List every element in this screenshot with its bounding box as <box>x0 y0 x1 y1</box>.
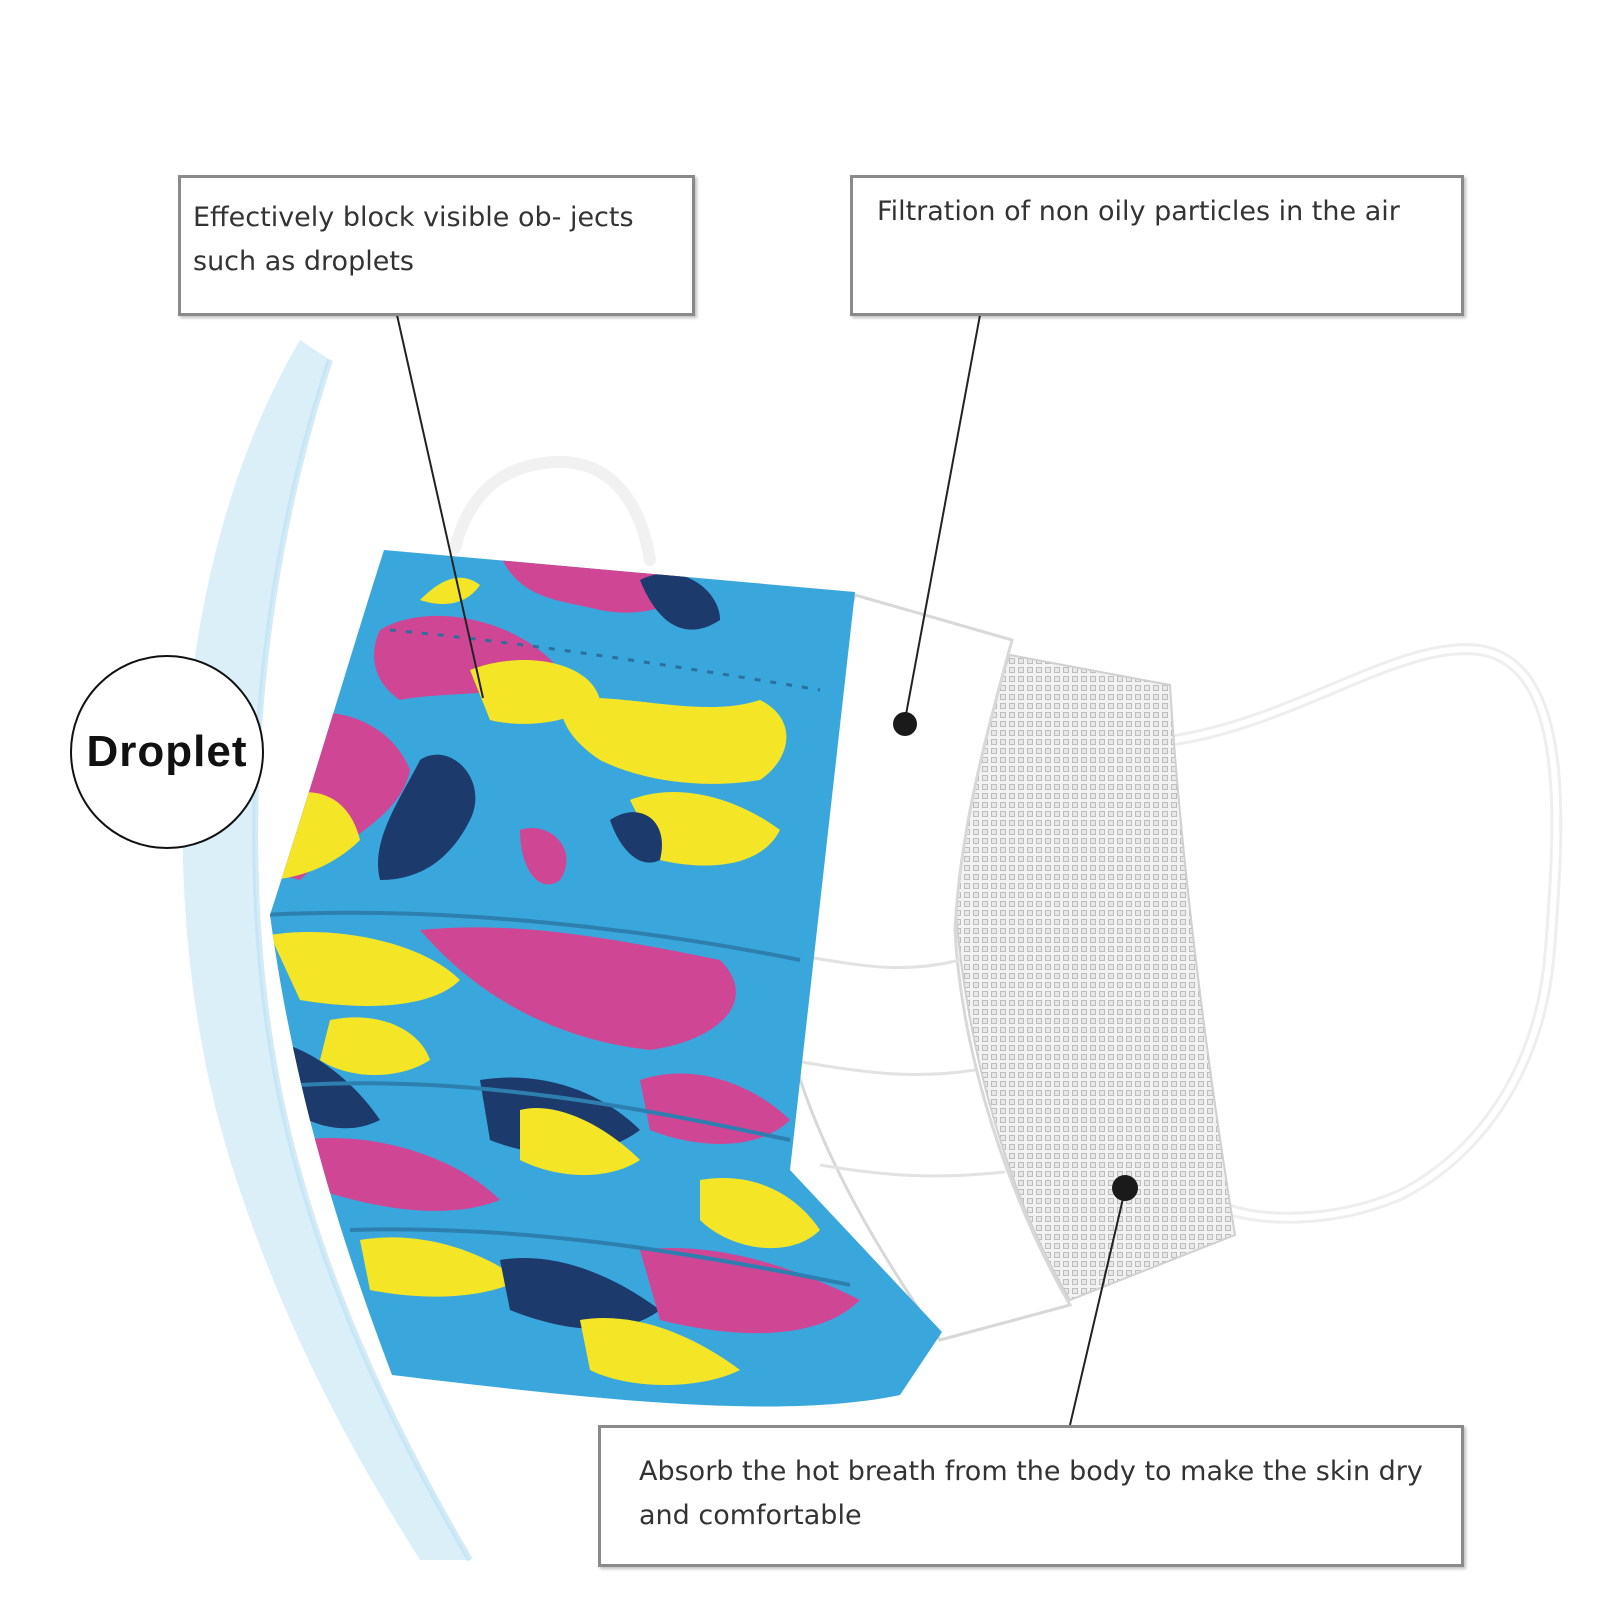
droplet-badge: Droplet <box>70 655 264 849</box>
outer-layer-callout: Effectively block visible ob- jects such… <box>178 175 695 316</box>
leader-line-outer <box>396 314 484 699</box>
leader-dot-inner <box>1112 1175 1138 1201</box>
droplet-label: Droplet <box>86 727 248 776</box>
leader-line-inner <box>1069 1189 1126 1426</box>
right-ear-loop <box>1169 643 1563 1224</box>
protection-shield-edge <box>252 359 473 1562</box>
protection-shield <box>182 340 470 1560</box>
middle-layer-callout: Filtration of non oily particles in the … <box>850 175 1464 316</box>
leader-line-middle <box>904 314 981 721</box>
inner-layer-text: Absorb the hot breath from the body to m… <box>639 1456 1423 1531</box>
outer-layer-text: Effectively block visible ob- jects such… <box>193 202 634 277</box>
leader-dot-middle <box>893 712 917 736</box>
left-ear-loop <box>449 455 656 566</box>
middle-layer-text: Filtration of non oily particles in the … <box>877 196 1400 227</box>
inner-layer-callout: Absorb the hot breath from the body to m… <box>598 1425 1464 1567</box>
